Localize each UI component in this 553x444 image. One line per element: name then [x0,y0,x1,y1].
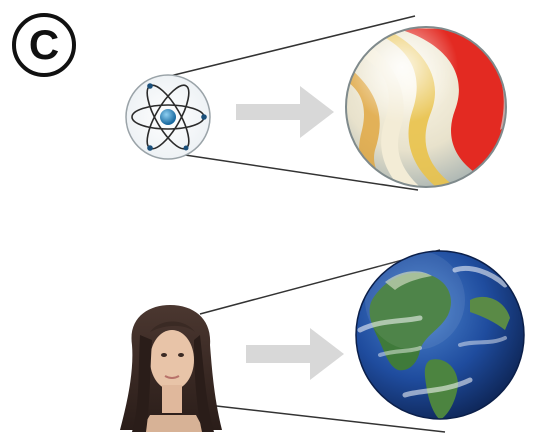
earth-globe-image [356,250,524,420]
row-head-earth [120,250,524,432]
row-atom-marble [126,16,515,200]
right-arrow-icon [236,86,334,138]
marble-image [345,27,515,200]
right-arrow-icon [246,328,344,380]
atom-icon [126,75,210,159]
human-head-image [120,305,222,432]
